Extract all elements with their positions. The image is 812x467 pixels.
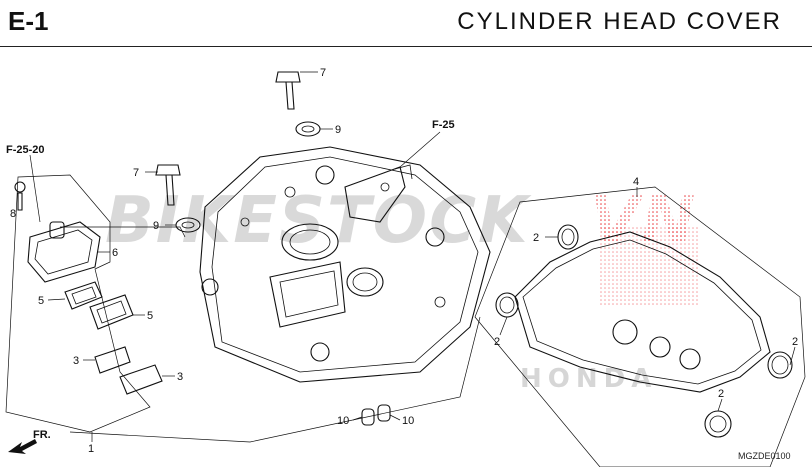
callout-3-lower: 3 [177,371,183,383]
callout-labels: 7 9 7 9 8 6 5 5 3 3 10 10 1 4 2 2 2 2 [10,67,798,455]
callout-9-left: 9 [153,220,159,232]
callout-2-left: 2 [494,336,500,348]
honda-wing-icon [600,227,700,307]
diagram-code: MGZDE0100 [738,451,791,461]
callout-6: 6 [112,247,118,259]
exploded-parts-diagram: BIKESTOCK VN HONDA [5,67,806,467]
cylinder-head-cover [199,146,491,383]
callout-2-right: 2 [792,336,798,348]
gasket-group-outline [474,186,806,467]
watermark-text: BIKESTOCK [105,184,532,258]
page-id: E-1 [8,6,49,36]
page-header: E-1 CYLINDER HEAD COVER [0,0,812,46]
subassembly-outline-left [5,174,151,433]
reed-valves-3 [94,346,163,395]
seals-5 [64,281,134,330]
reference-f2520: F-25-20 [6,144,45,156]
page-title: CYLINDER HEAD COVER [457,8,782,35]
callout-5-lower: 5 [147,310,153,322]
assembly-boundary [69,316,481,443]
header-divider [0,46,812,47]
callout-4: 4 [633,176,639,188]
callout-10-left: 10 [337,415,349,427]
callout-2-bottom: 2 [718,388,724,400]
callout-1: 1 [88,443,94,455]
leader-lines [17,71,796,442]
callout-10-right: 10 [402,415,414,427]
callout-7-left: 7 [133,167,139,179]
watermark: BIKESTOCK VN HONDA [105,184,700,394]
leader-line [60,226,186,238]
callout-8: 8 [10,208,16,220]
head-cover-gasket [514,231,771,393]
front-arrow-icon: FR. [8,429,51,454]
callout-7-top: 7 [320,67,326,79]
brand-watermark: HONDA [520,364,657,394]
callout-9-top: 9 [335,124,341,136]
callout-2-top: 2 [533,232,539,244]
breather-cover [27,221,101,283]
callout-5-upper: 5 [38,295,44,307]
front-label: FR. [33,429,51,441]
callout-3-upper: 3 [73,355,79,367]
reference-f25: F-25 [432,119,455,131]
rubber-plugs [495,224,793,438]
